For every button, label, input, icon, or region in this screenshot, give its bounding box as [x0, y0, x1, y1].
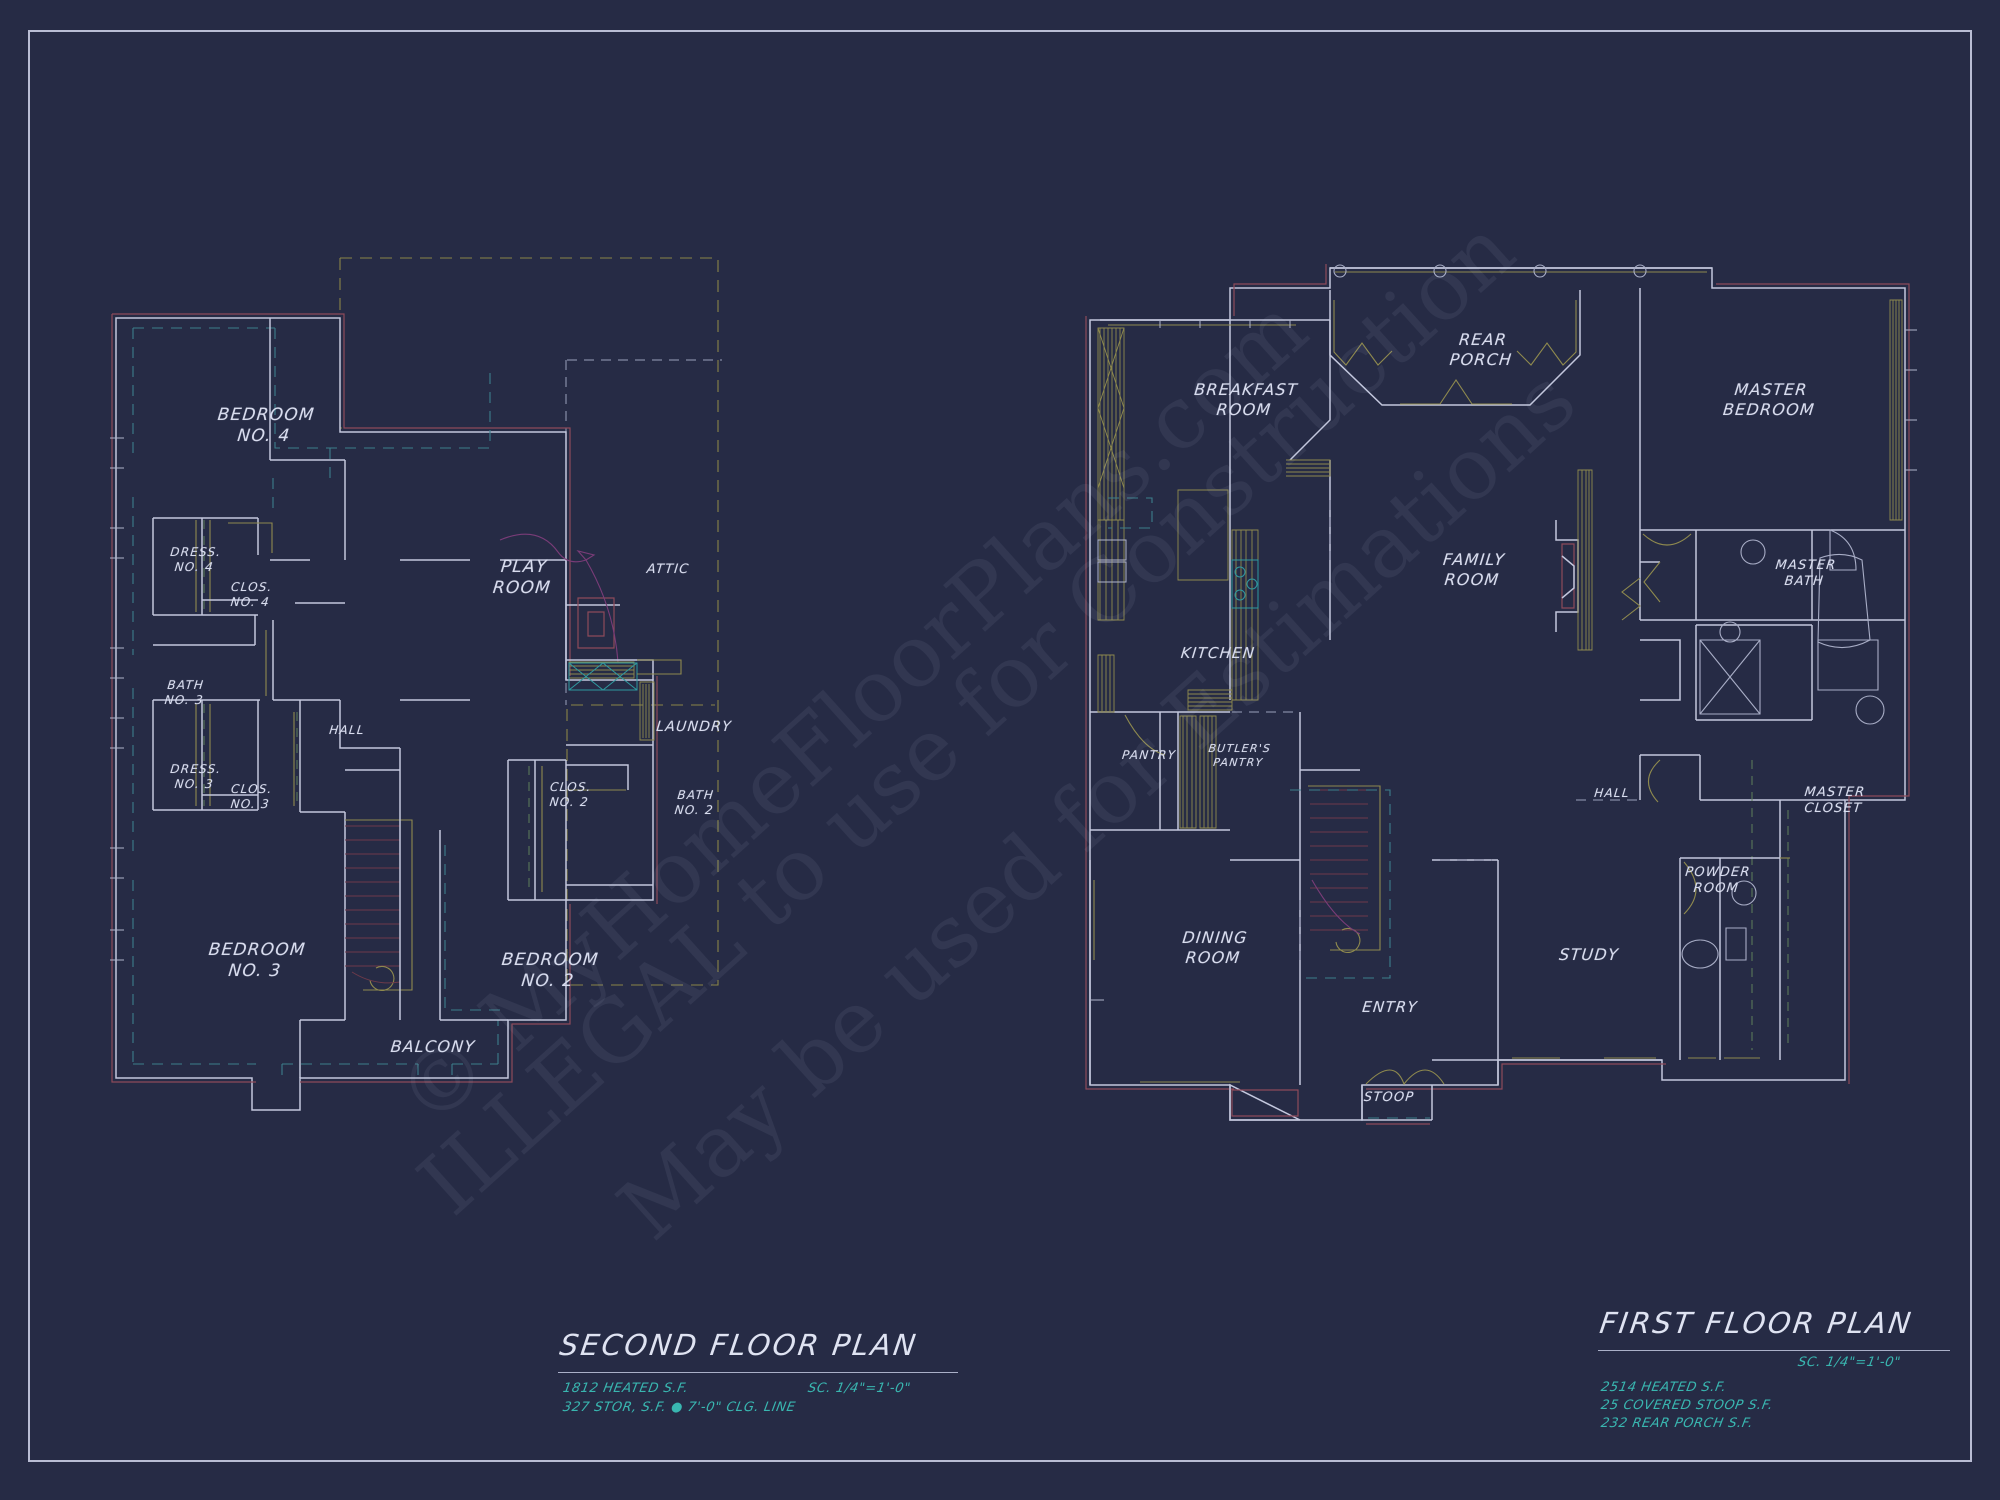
title-underline	[1598, 1350, 1950, 1351]
plan-title: SECOND FLOOR PLAN	[557, 1328, 921, 1362]
title-underline	[558, 1372, 958, 1373]
plan-spec: 25 COVERED STOOP S.F.	[1599, 1398, 1775, 1413]
plan-scale: SC. 1/4"=1'-0"	[1796, 1355, 1902, 1370]
plan-spec: 1812 HEATED S.F.	[561, 1381, 690, 1396]
plan-spec: 232 REAR PORCH S.F.	[1599, 1416, 1755, 1431]
plan-spec: 2514 HEATED S.F.	[1599, 1380, 1728, 1395]
sheet-border	[28, 30, 1972, 1462]
plan-title: FIRST FLOOR PLAN	[1597, 1306, 1916, 1340]
plan-spec: 327 STOR, S.F. ● 7'-0" CLG. LINE	[561, 1400, 797, 1415]
plan-scale: SC. 1/4"=1'-0"	[806, 1381, 912, 1396]
